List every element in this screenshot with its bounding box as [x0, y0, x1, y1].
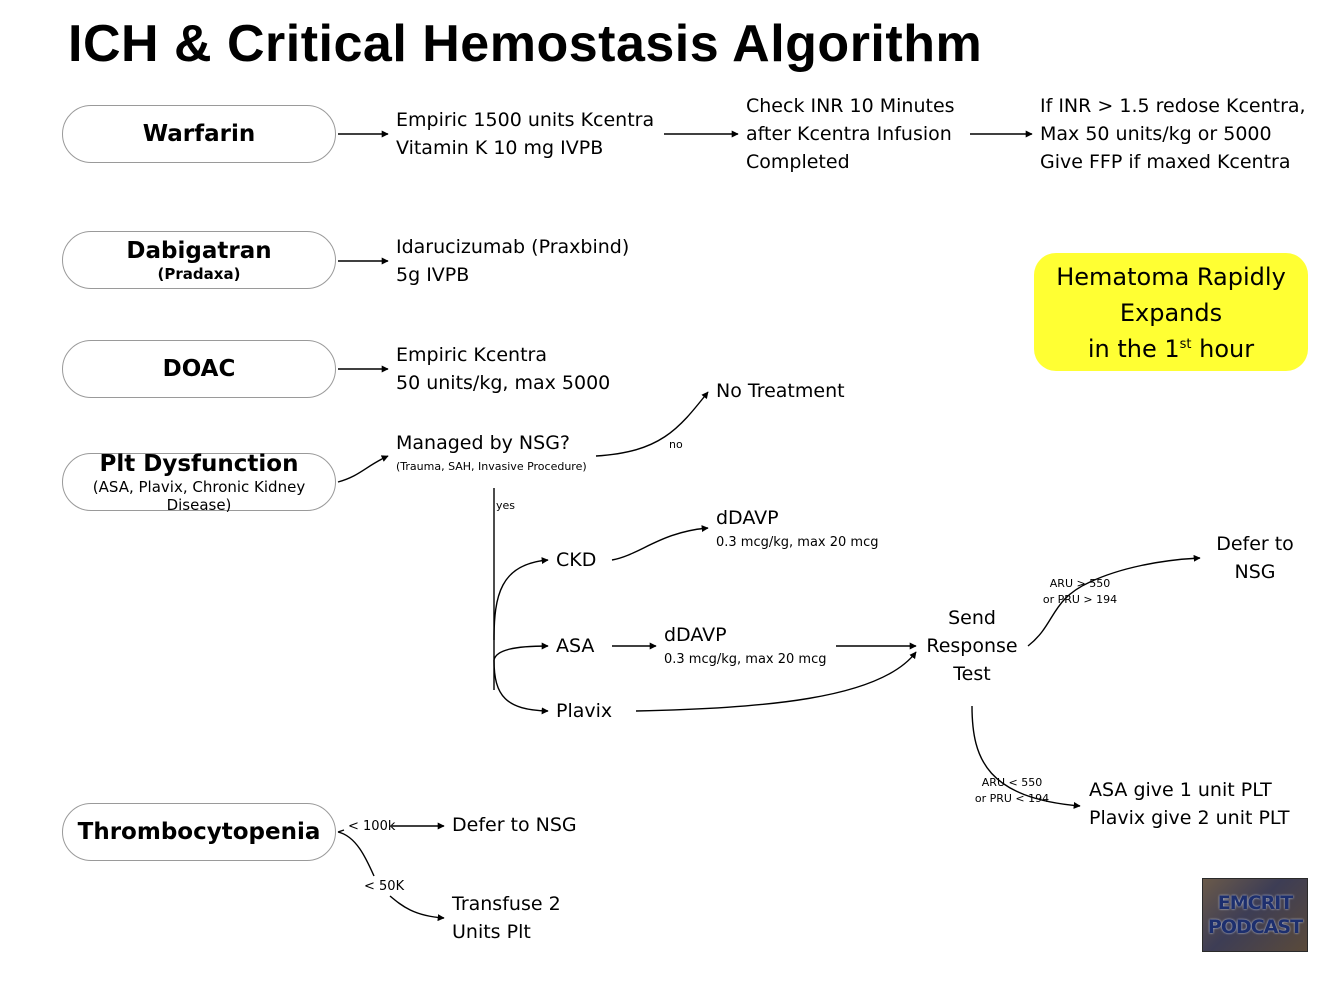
- doac-step: Empiric Kcentra 50 units/kg, max 5000: [396, 341, 610, 397]
- thrombocytopenia-node: Thrombocytopenia: [62, 803, 336, 861]
- line-thrombo-branch: [337, 831, 375, 877]
- callout-line-2: Expands: [1119, 299, 1223, 327]
- arrow-plt-to-question: [337, 455, 389, 483]
- hematoma-callout: Hematoma Rapidly Expands in the 1st hour: [1034, 253, 1308, 371]
- defer-line: Defer to: [1216, 533, 1294, 555]
- warfarin-step-2-line: Check INR 10 Minutes: [746, 95, 955, 117]
- ckd-ddavp-label: dDAVP: [716, 507, 779, 529]
- warfarin-step-3-line: If INR > 1.5 redose Kcentra,: [1040, 95, 1306, 117]
- send-test-line: Response: [926, 635, 1018, 657]
- plt-dysfunction-node: Plt Dysfunction (ASA, Plavix, Chronic Ki…: [62, 450, 336, 514]
- plavix-label: Plavix: [556, 700, 613, 722]
- arrow-ckd-to-ddavp: [611, 525, 709, 561]
- dabigatran-step: Idarucizumab (Praxbind) 5g IVPB: [396, 233, 629, 289]
- transfuse-line: Transfuse 2: [452, 893, 561, 915]
- dabigatran-step-line: 5g IVPB: [396, 264, 470, 286]
- dabigatran-label: Dabigatran: [126, 237, 272, 264]
- warfarin-step-3-line: Give FFP if maxed Kcentra: [1040, 151, 1291, 173]
- warfarin-step-3: If INR > 1.5 redose Kcentra, Max 50 unit…: [1040, 92, 1306, 176]
- lt-100k-label: < 100k: [348, 819, 396, 834]
- callout-line-3: in the 1st hour: [1034, 331, 1308, 367]
- logo-line-1: EMCRIT: [1217, 892, 1293, 914]
- warfarin-step-1: Empiric 1500 units Kcentra Vitamin K 10 …: [396, 106, 654, 162]
- plt-dysfunction-sublabel: (ASA, Plavix, Chronic Kidney Disease): [92, 477, 306, 514]
- callout-line-3-post: hour: [1191, 335, 1255, 363]
- emcrit-podcast-logo: EMCRIT PODCAST: [1202, 878, 1308, 952]
- no-treatment-label: No Treatment: [716, 380, 845, 402]
- logo-line-2: PODCAST: [1207, 916, 1303, 938]
- warfarin-step-3-line: Max 50 units/kg or 5000: [1040, 123, 1272, 145]
- low-response-line: ARU < 550: [981, 776, 1043, 789]
- dabigatran-sublabel: (Pradaxa): [157, 264, 241, 283]
- warfarin-label: Warfarin: [142, 120, 256, 147]
- low-response-label: ARU < 550 or PRU < 194: [972, 775, 1052, 807]
- warfarin-step-2: Check INR 10 Minutes after Kcentra Infus…: [746, 92, 955, 176]
- plt-dysfunction-label: Plt Dysfunction: [99, 450, 299, 477]
- warfarin-step-2-line: after Kcentra Infusion: [746, 123, 952, 145]
- send-response-test: Send Response Test: [922, 604, 1022, 688]
- send-test-line: Test: [953, 663, 991, 685]
- give-plt-line: ASA give 1 unit PLT: [1089, 779, 1272, 801]
- managed-by-nsg-sublabel: (Trauma, SAH, Invasive Procedure): [396, 460, 587, 473]
- thrombocytopenia-label: Thrombocytopenia: [77, 818, 321, 845]
- defer-to-nsg-response: Defer to NSG: [1208, 530, 1302, 586]
- warfarin-step-1-line: Vitamin K 10 mg IVPB: [396, 137, 604, 159]
- callout-line-1: Hematoma Rapidly: [1056, 263, 1286, 291]
- dabigatran-node: Dabigatran (Pradaxa): [62, 231, 336, 289]
- low-response-line: or PRU < 194: [974, 792, 1050, 805]
- lt-50k-label: < 50K: [364, 879, 405, 894]
- yes-edge-label: yes: [496, 499, 516, 512]
- asa-ddavp-dose: 0.3 mcg/kg, max 20 mcg: [664, 652, 827, 667]
- page-title: ICH & Critical Hemostasis Algorithm: [68, 15, 983, 73]
- doac-step-line: Empiric Kcentra: [396, 344, 547, 366]
- warfarin-step-1-line: Empiric 1500 units Kcentra: [396, 109, 655, 131]
- arrow-to-ckd: [493, 557, 549, 641]
- arrow-to-plavix: [493, 659, 549, 715]
- give-plt-line: Plavix give 2 unit PLT: [1089, 807, 1290, 829]
- ckd-ddavp-dose: 0.3 mcg/kg, max 20 mcg: [716, 535, 879, 550]
- defer-line: NSG: [1234, 561, 1276, 583]
- doac-label: DOAC: [162, 355, 236, 382]
- asa-label: ASA: [556, 635, 595, 657]
- doac-node: DOAC: [62, 340, 336, 398]
- callout-line-3-sup: st: [1179, 337, 1192, 352]
- arrow-to-asa: [493, 642, 549, 661]
- warfarin-node: Warfarin: [62, 105, 336, 163]
- high-response-line: or PRU > 194: [1042, 593, 1118, 606]
- dabigatran-step-line: Idarucizumab (Praxbind): [396, 236, 630, 258]
- callout-line-3-pre: in the 1: [1087, 335, 1180, 363]
- arrow-thrombo-lt50k: [389, 895, 445, 922]
- doac-step-line: 50 units/kg, max 5000: [396, 372, 611, 394]
- ckd-label: CKD: [556, 549, 597, 571]
- thrombo-defer-to-nsg: Defer to NSG: [452, 814, 577, 836]
- asa-ddavp-label: dDAVP: [664, 624, 727, 646]
- high-response-label: ARU > 550 or PRU > 194: [1040, 576, 1120, 608]
- arrow-no-treatment: [595, 391, 709, 457]
- warfarin-step-2-line: Completed: [746, 151, 850, 173]
- transfuse-line: Units Plt: [452, 921, 531, 943]
- no-edge-label: no: [669, 438, 683, 451]
- send-test-line: Send: [948, 607, 996, 629]
- high-response-line: ARU > 550: [1049, 577, 1111, 590]
- managed-by-nsg-question: Managed by NSG?: [396, 432, 570, 454]
- transfuse-instructions: Transfuse 2 Units Plt: [452, 890, 561, 946]
- give-plt-instructions: ASA give 1 unit PLT Plavix give 2 unit P…: [1089, 776, 1290, 832]
